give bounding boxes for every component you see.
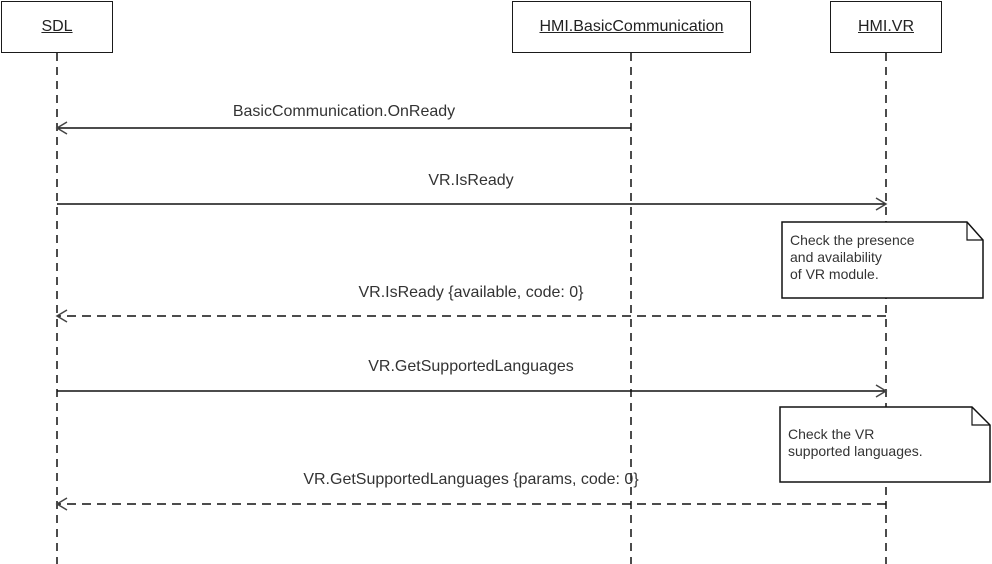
message-arrow-5 <box>55 497 886 511</box>
message-label-4: VR.GetSupportedLanguages <box>368 358 574 375</box>
message-label-5: VR.GetSupportedLanguages {params, code: … <box>303 471 639 488</box>
arrowhead-icon <box>875 197 888 211</box>
message-label-3: VR.IsReady {available, code: 0} <box>358 284 584 301</box>
arrowhead-icon <box>55 121 68 135</box>
message-label-1: BasicCommunication.OnReady <box>232 103 456 120</box>
participant-hmi-vr: HMI.VR <box>830 1 942 53</box>
note-vr-languages: Check the VR supported languages. <box>788 426 923 459</box>
message-arrow-2 <box>57 197 888 211</box>
participant-hmi-basic-communication: HMI.BasicCommunication <box>512 1 751 53</box>
message-arrow-3 <box>55 309 886 323</box>
note-vr-availability: Check the presence and availability of V… <box>790 232 915 282</box>
note-shape-2 <box>779 406 991 483</box>
note-shape-1 <box>781 221 984 299</box>
message-label-2: VR.IsReady <box>428 172 514 189</box>
message-arrow-1 <box>55 121 631 135</box>
arrowhead-icon <box>875 384 888 398</box>
arrowhead-icon <box>55 309 68 323</box>
participant-sdl: SDL <box>1 1 113 53</box>
message-arrow-4 <box>57 384 888 398</box>
arrowhead-icon <box>55 497 68 511</box>
